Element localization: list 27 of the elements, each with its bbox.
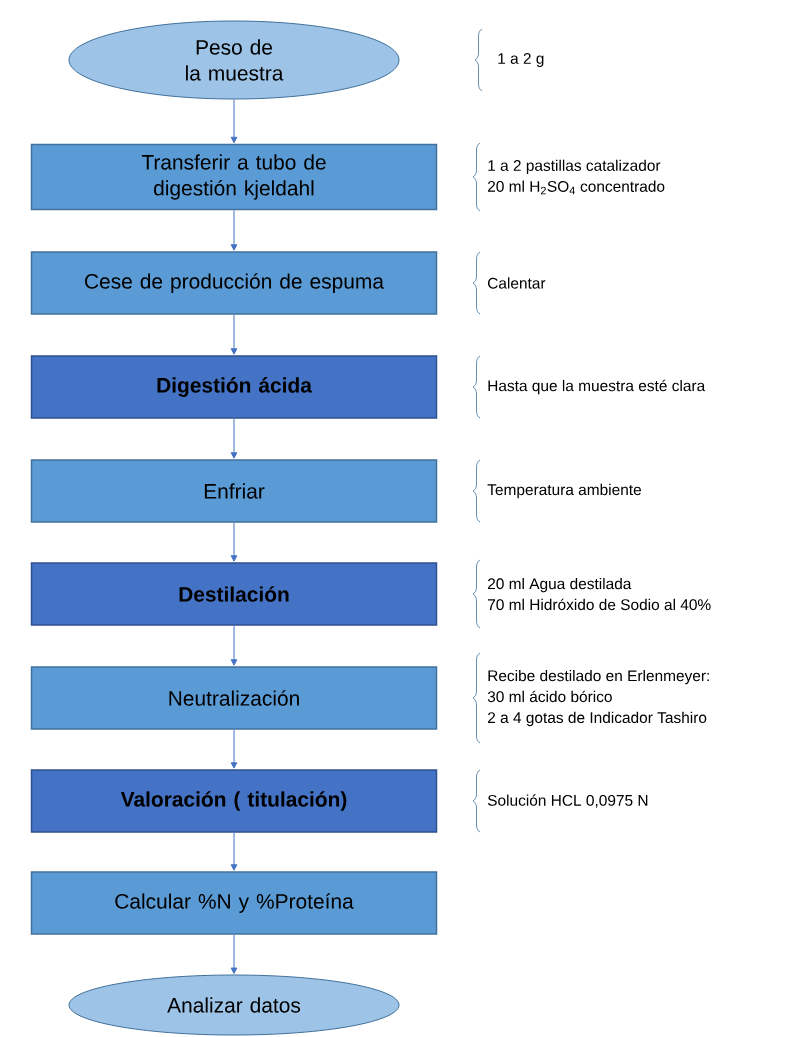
arrow: [230, 522, 238, 562]
process-box: Neutralización: [30, 666, 438, 730]
note-text: Solución HCL 0,0975 N: [487, 794, 648, 808]
note-text: Recibe destilado en Erlenmeyer: 30 ml ácido bórico 2 a 4 gotas de Indicador Tashiro: [487, 669, 709, 727]
process-box: Enfriar: [30, 459, 438, 523]
note-text: 1 a 2 g: [498, 53, 544, 67]
arrow: [230, 99, 238, 144]
note-text: 1 a 2 pastillas catalizador 20 ml H$_{2}$SO$_{4}$ concentrado: [488, 159, 665, 195]
process-box: Calcular %N y %Proteína: [30, 871, 438, 935]
arrow: [230, 418, 238, 459]
arrow: [230, 209, 238, 251]
note-text: Calentar: [488, 277, 546, 289]
arrow: [230, 934, 238, 974]
note-text: 20 ml Agua destilada 70 ml Hidróxido de Sodio al 40%: [488, 577, 711, 611]
arrow: [230, 314, 238, 355]
process-box: Destilación: [30, 562, 438, 626]
note-text: Temperatura ambiente: [487, 483, 641, 499]
process-box: Cese de producción de espuma: [30, 251, 438, 315]
terminal-oval: Peso de la muestra: [68, 20, 400, 100]
arrow: [230, 832, 238, 871]
arrow: [230, 729, 238, 769]
arrow: [230, 625, 238, 666]
terminal-oval: Analizar datos: [68, 974, 400, 1036]
note-text: Hasta que la muestra esté clara: [488, 379, 706, 395]
process-box: Valoración ( titulación): [30, 769, 438, 833]
process-box: Digestión ácida: [30, 355, 438, 419]
process-box: Transferir a tubo de digestión kjeldahl: [30, 143, 438, 211]
